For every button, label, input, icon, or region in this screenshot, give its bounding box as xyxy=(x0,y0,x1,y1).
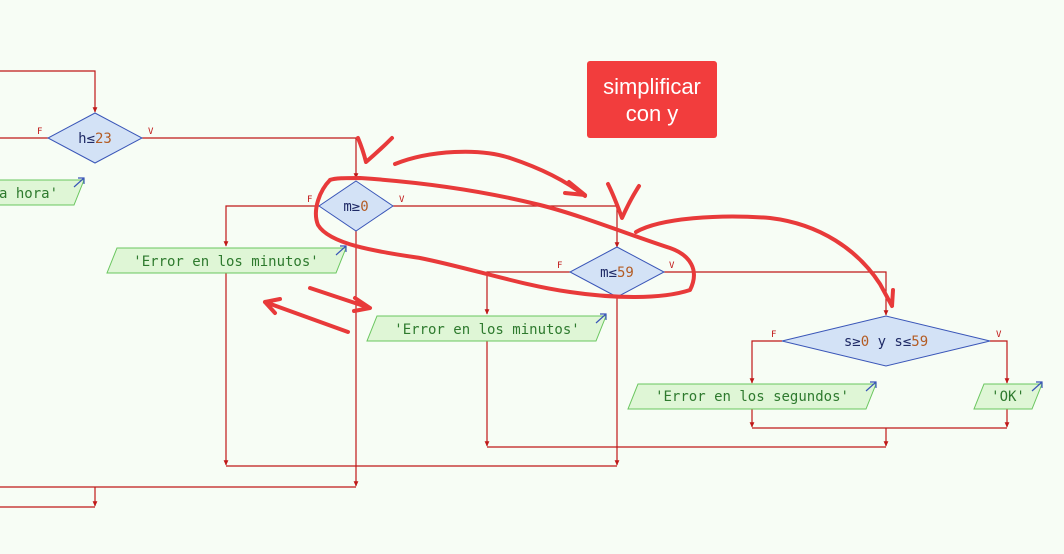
output-minutes-error-1-text: 'Error en los minutos' xyxy=(133,254,318,270)
decision-min-ge-true-label: V xyxy=(399,195,405,205)
decision-hour-var: h≤ xyxy=(78,131,95,147)
decision-seconds: s≥0 y s≤59 F V xyxy=(771,315,1002,367)
arrow-icon xyxy=(634,214,895,308)
svg-text:h≤23: h≤23 xyxy=(78,131,112,147)
decision-hour: h≤23 F V xyxy=(37,112,154,164)
decision-seconds-num2: 59 xyxy=(911,334,928,350)
simplify-note-line1: simplificar xyxy=(603,73,701,99)
svg-text:m≤59: m≤59 xyxy=(600,265,634,281)
output-arrow-icon xyxy=(1031,381,1043,392)
decision-min-ge-var: m≥ xyxy=(343,199,360,215)
double-arrow-icon xyxy=(263,286,372,334)
output-arrow-icon xyxy=(595,313,607,324)
output-hour-error-text: a hora' xyxy=(0,186,58,202)
decision-seconds-num: 0 xyxy=(861,334,869,350)
output-minutes-error-1: 'Error en los minutos' xyxy=(106,245,347,274)
annotation-lasso xyxy=(313,149,696,299)
arrow-head xyxy=(563,180,587,197)
output-arrow-icon xyxy=(73,177,85,188)
decision-min-le-num: 59 xyxy=(617,265,634,281)
decision-min-le: m≤59 F V xyxy=(557,246,675,298)
decision-min-ge-num: 0 xyxy=(360,199,368,215)
decision-min-ge-false-label: F xyxy=(307,195,312,205)
decision-min-le-var: m≤ xyxy=(600,265,617,281)
checkmark-icon xyxy=(606,182,641,220)
svg-text:m≥0: m≥0 xyxy=(343,199,368,215)
decision-seconds-false-label: F xyxy=(771,330,776,340)
decision-seconds-true-label: V xyxy=(996,330,1002,340)
checkmark-icon xyxy=(356,136,394,164)
decision-min-ge: m≥0 F V xyxy=(307,180,405,232)
decision-seconds-mid: y s≤ xyxy=(869,334,911,350)
output-hour-error: a hora' xyxy=(0,177,85,206)
decision-hour-num: 23 xyxy=(95,131,112,147)
simplify-note: simplificar con y xyxy=(587,61,717,138)
output-ok: 'OK' xyxy=(973,381,1043,410)
output-arrow-icon xyxy=(865,381,877,392)
output-minutes-error-2-text: 'Error en los minutos' xyxy=(394,322,579,338)
annotation-marks xyxy=(263,136,895,334)
decision-min-le-true-label: V xyxy=(669,261,675,271)
decision-hour-false-label: F xyxy=(37,127,42,137)
output-ok-text: 'OK' xyxy=(991,389,1025,405)
decision-min-le-false-label: F xyxy=(557,261,562,271)
decision-seconds-var: s≥ xyxy=(844,334,861,350)
output-seconds-error-text: 'Error en los segundos' xyxy=(655,389,849,405)
output-minutes-error-2: 'Error en los minutos' xyxy=(366,313,607,342)
simplify-note-line2: con y xyxy=(625,100,679,126)
svg-text:s≥0 y s≤59: s≥0 y s≤59 xyxy=(844,334,928,350)
decision-hour-true-label: V xyxy=(148,127,154,137)
output-arrow-icon xyxy=(335,245,347,256)
output-seconds-error: 'Error en los segundos' xyxy=(627,381,877,410)
